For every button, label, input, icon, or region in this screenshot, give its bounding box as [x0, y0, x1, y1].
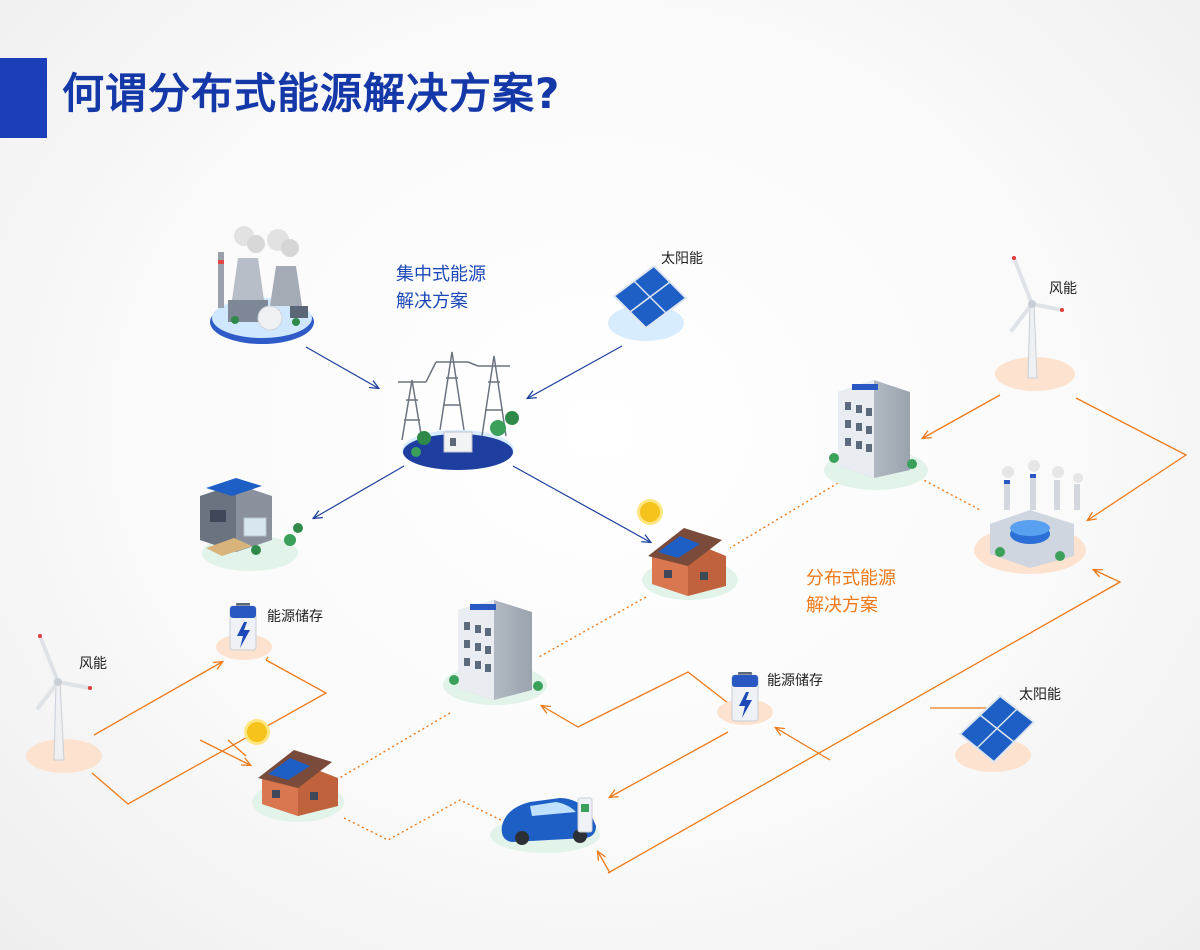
- solar-panel-icon: [612, 264, 688, 330]
- sun-icon: [637, 499, 663, 525]
- centralized-connections: [305, 345, 650, 542]
- storage-mid-label: 能源储存: [767, 673, 823, 689]
- solar-right-label: 太阳能: [1019, 687, 1061, 703]
- brick-house-icon: [258, 750, 338, 816]
- ground-pads: [26, 298, 1086, 853]
- title-accent-bar: [0, 58, 47, 138]
- wind-turbine-icon: [1010, 256, 1064, 379]
- centralized-solution-label: 集中式能源 解决方案: [396, 261, 486, 315]
- page-title: 何谓分布式能源解决方案?: [62, 69, 561, 118]
- distributed-solution-label: 分布式能源 解决方案: [806, 565, 896, 619]
- power-plant-icon: [218, 226, 308, 331]
- wind-left-label: 风能: [79, 656, 107, 672]
- electric-car-icon: [501, 798, 596, 845]
- storage-left-label: 能源储存: [267, 609, 323, 625]
- centralized-label-line2: 解决方案: [396, 291, 468, 312]
- substation-building: [411, 411, 519, 457]
- solar-top-label: 太阳能: [661, 251, 703, 267]
- factory-icon: [990, 460, 1083, 568]
- wind-turbine-icon: [36, 634, 92, 761]
- wind-right-label: 风能: [1049, 281, 1077, 297]
- transmission-tower-icon: [398, 351, 510, 441]
- centralized-label-line1: 集中式能源: [396, 264, 486, 285]
- brick-house-icon: [648, 528, 726, 596]
- sun-icon: [244, 719, 270, 745]
- battery-icon: [731, 672, 759, 722]
- charging-station-icon: [577, 797, 593, 833]
- office-building-icon: [449, 600, 543, 700]
- distributed-label-line1: 分布式能源: [806, 568, 896, 589]
- distributed-dotted-links: [335, 477, 981, 841]
- office-building-icon: [829, 380, 917, 478]
- distributed-label-line2: 解决方案: [806, 595, 878, 616]
- battery-icon: [229, 603, 257, 651]
- modern-house-icon: [200, 478, 303, 556]
- solar-panel-icon: [958, 694, 1036, 764]
